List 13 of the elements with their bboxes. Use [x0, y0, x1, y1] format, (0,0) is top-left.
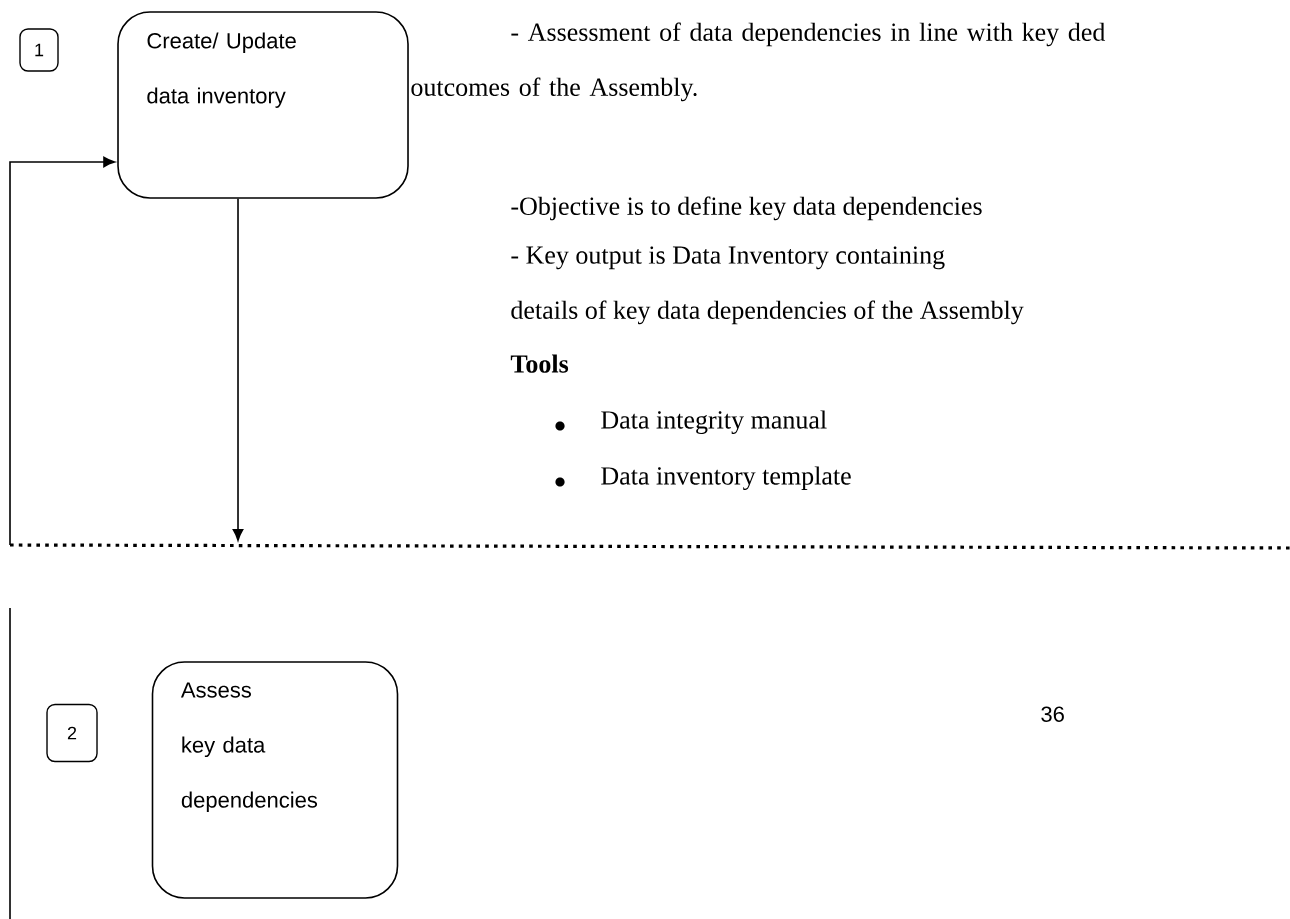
body-text: - Key output is Data Inventory containing [511, 246, 945, 270]
body-text: -Objective is to define key data dependencies [511, 196, 982, 221]
arrow [9, 156, 116, 546]
process-box: Create/ Update data inventory [117, 11, 409, 199]
process-box: Assess key data dependencies [151, 661, 399, 899]
arrow [232, 198, 244, 541]
list-item: Data inventory template [601, 466, 851, 491]
step-number-box: 1 [19, 28, 59, 72]
heading-text: Tools [510, 354, 569, 373]
page-number: 36 [1041, 706, 1064, 722]
body-text: details of key data dependencies of the Assembly [511, 300, 1024, 325]
step-number-box: 2 [46, 703, 98, 763]
list-item: Data integrity manual [601, 410, 827, 435]
